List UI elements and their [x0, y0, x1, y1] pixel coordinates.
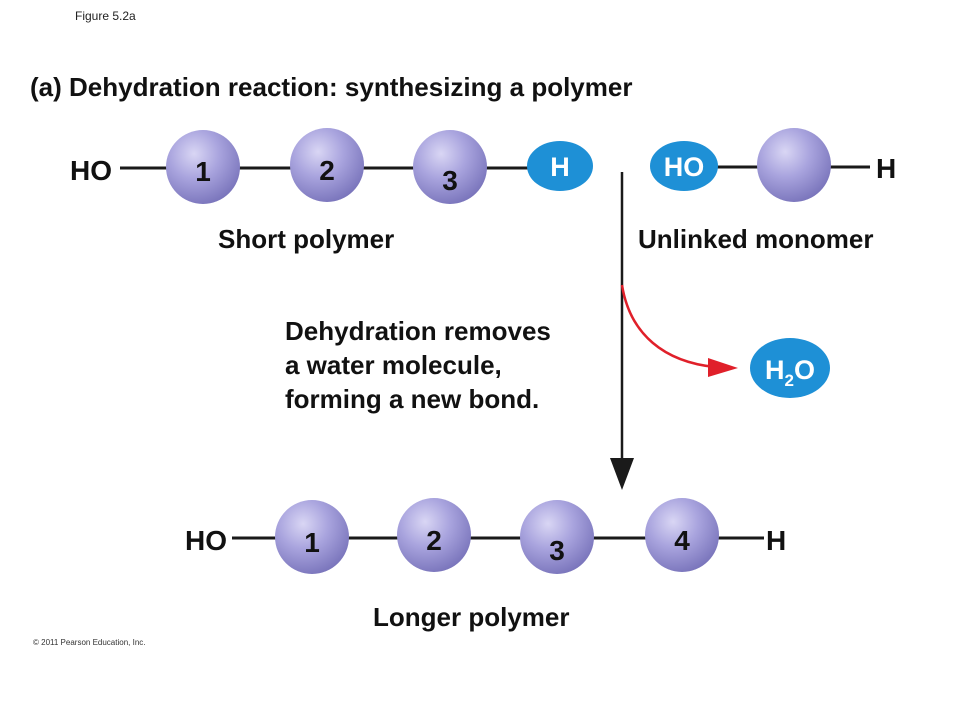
monomer-sphere: 4 — [645, 498, 719, 572]
short-polymer-ho-group: HO — [70, 155, 112, 186]
unlinked-monomer-h-group: H — [876, 153, 896, 184]
unlinked-monomer-ho-group: HO — [650, 141, 718, 191]
longer-polymer-h-group: H — [766, 525, 786, 556]
unlinked-monomer: HO H Unlinked monomer — [638, 128, 896, 254]
longer-polymer-ho-group: HO — [185, 525, 227, 556]
short-polymer-label: Short polymer — [218, 224, 394, 254]
monomer-number: 4 — [674, 525, 690, 556]
longer-polymer-label: Longer polymer — [373, 602, 569, 632]
figure-label: Figure 5.2a — [75, 9, 136, 23]
short-polymer-h-group: H — [527, 141, 593, 191]
ho-group-label: HO — [664, 152, 705, 182]
monomer-sphere: 1 — [275, 500, 349, 574]
monomer-number: 3 — [442, 165, 458, 196]
reaction-description: Dehydration removes a water molecule, fo… — [285, 316, 558, 414]
copyright-notice: © 2011 Pearson Education, Inc. — [33, 638, 145, 647]
monomer-sphere: 3 — [520, 500, 594, 574]
monomer-sphere: 1 — [166, 130, 240, 204]
unlinked-monomer-sphere — [757, 128, 831, 202]
monomer-sphere: 2 — [397, 498, 471, 572]
water-label: H2O — [765, 355, 815, 390]
water-molecule: H2O — [750, 338, 830, 398]
monomer-number: 3 — [549, 535, 565, 566]
monomer-number: 1 — [195, 156, 211, 187]
water-removal-arrow — [620, 284, 738, 377]
down-arrowhead — [610, 458, 634, 490]
diagram-title: (a) Dehydration reaction: synthesizing a… — [30, 72, 632, 102]
monomer-sphere: 2 — [290, 128, 364, 202]
reaction-line-3: forming a new bond. — [285, 384, 539, 414]
monomer-number: 1 — [304, 527, 320, 558]
monomer-number: 2 — [426, 525, 442, 556]
longer-polymer: HO 1 2 3 4 H Longer polymer — [185, 498, 786, 632]
reaction-arrow — [610, 172, 634, 490]
short-polymer: HO 1 2 3 H Short polymer — [70, 128, 593, 254]
monomer-sphere: 3 — [413, 130, 487, 204]
h-group-label: H — [550, 152, 570, 182]
reaction-line-1: Dehydration removes — [285, 316, 551, 346]
monomer-number: 2 — [319, 155, 335, 186]
reaction-line-2: a water molecule, — [285, 350, 502, 380]
red-arrowhead — [708, 358, 738, 377]
unlinked-monomer-label: Unlinked monomer — [638, 224, 873, 254]
